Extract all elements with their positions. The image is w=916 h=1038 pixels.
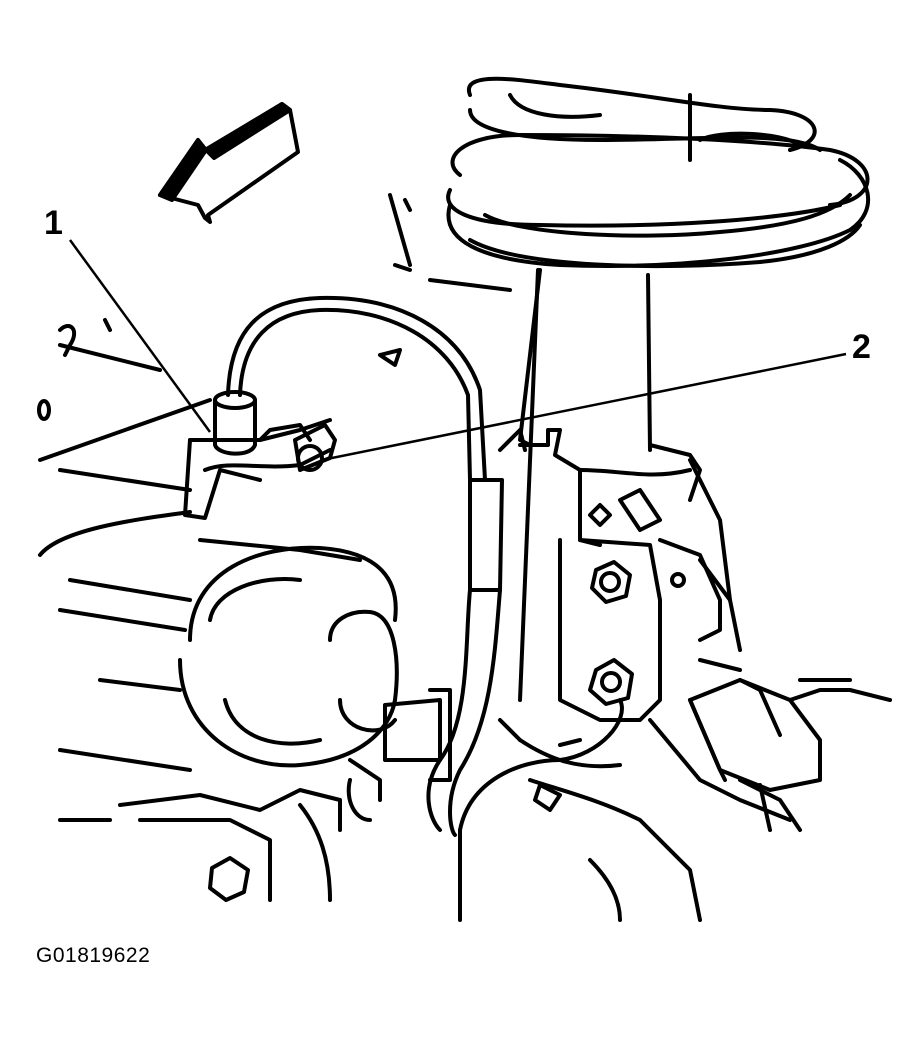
lower-control-arm xyxy=(58,748,382,902)
steering-knuckle xyxy=(458,698,702,922)
wheel-speed-sensor-connector xyxy=(648,658,892,832)
callout-1-leader xyxy=(68,239,212,433)
front-direction-arrow-icon xyxy=(158,102,300,224)
vehicle-frame xyxy=(37,193,512,562)
brake-hose-bracket xyxy=(183,390,332,520)
drive-axle-cv-boot xyxy=(58,545,452,782)
strut-bolt-upper xyxy=(590,560,632,604)
strut-assembly xyxy=(518,268,742,722)
callout-2-label: 2 xyxy=(852,328,871,366)
figure-id: G01819622 xyxy=(36,944,151,967)
brake-hose xyxy=(226,295,527,837)
strut-bolt-lower xyxy=(588,658,634,706)
coil-spring xyxy=(446,76,870,269)
callout-2-leader xyxy=(321,352,847,462)
retaining-clip xyxy=(293,423,337,472)
stabilizer-nut xyxy=(208,856,250,902)
callout-1-label: 1 xyxy=(44,204,63,242)
